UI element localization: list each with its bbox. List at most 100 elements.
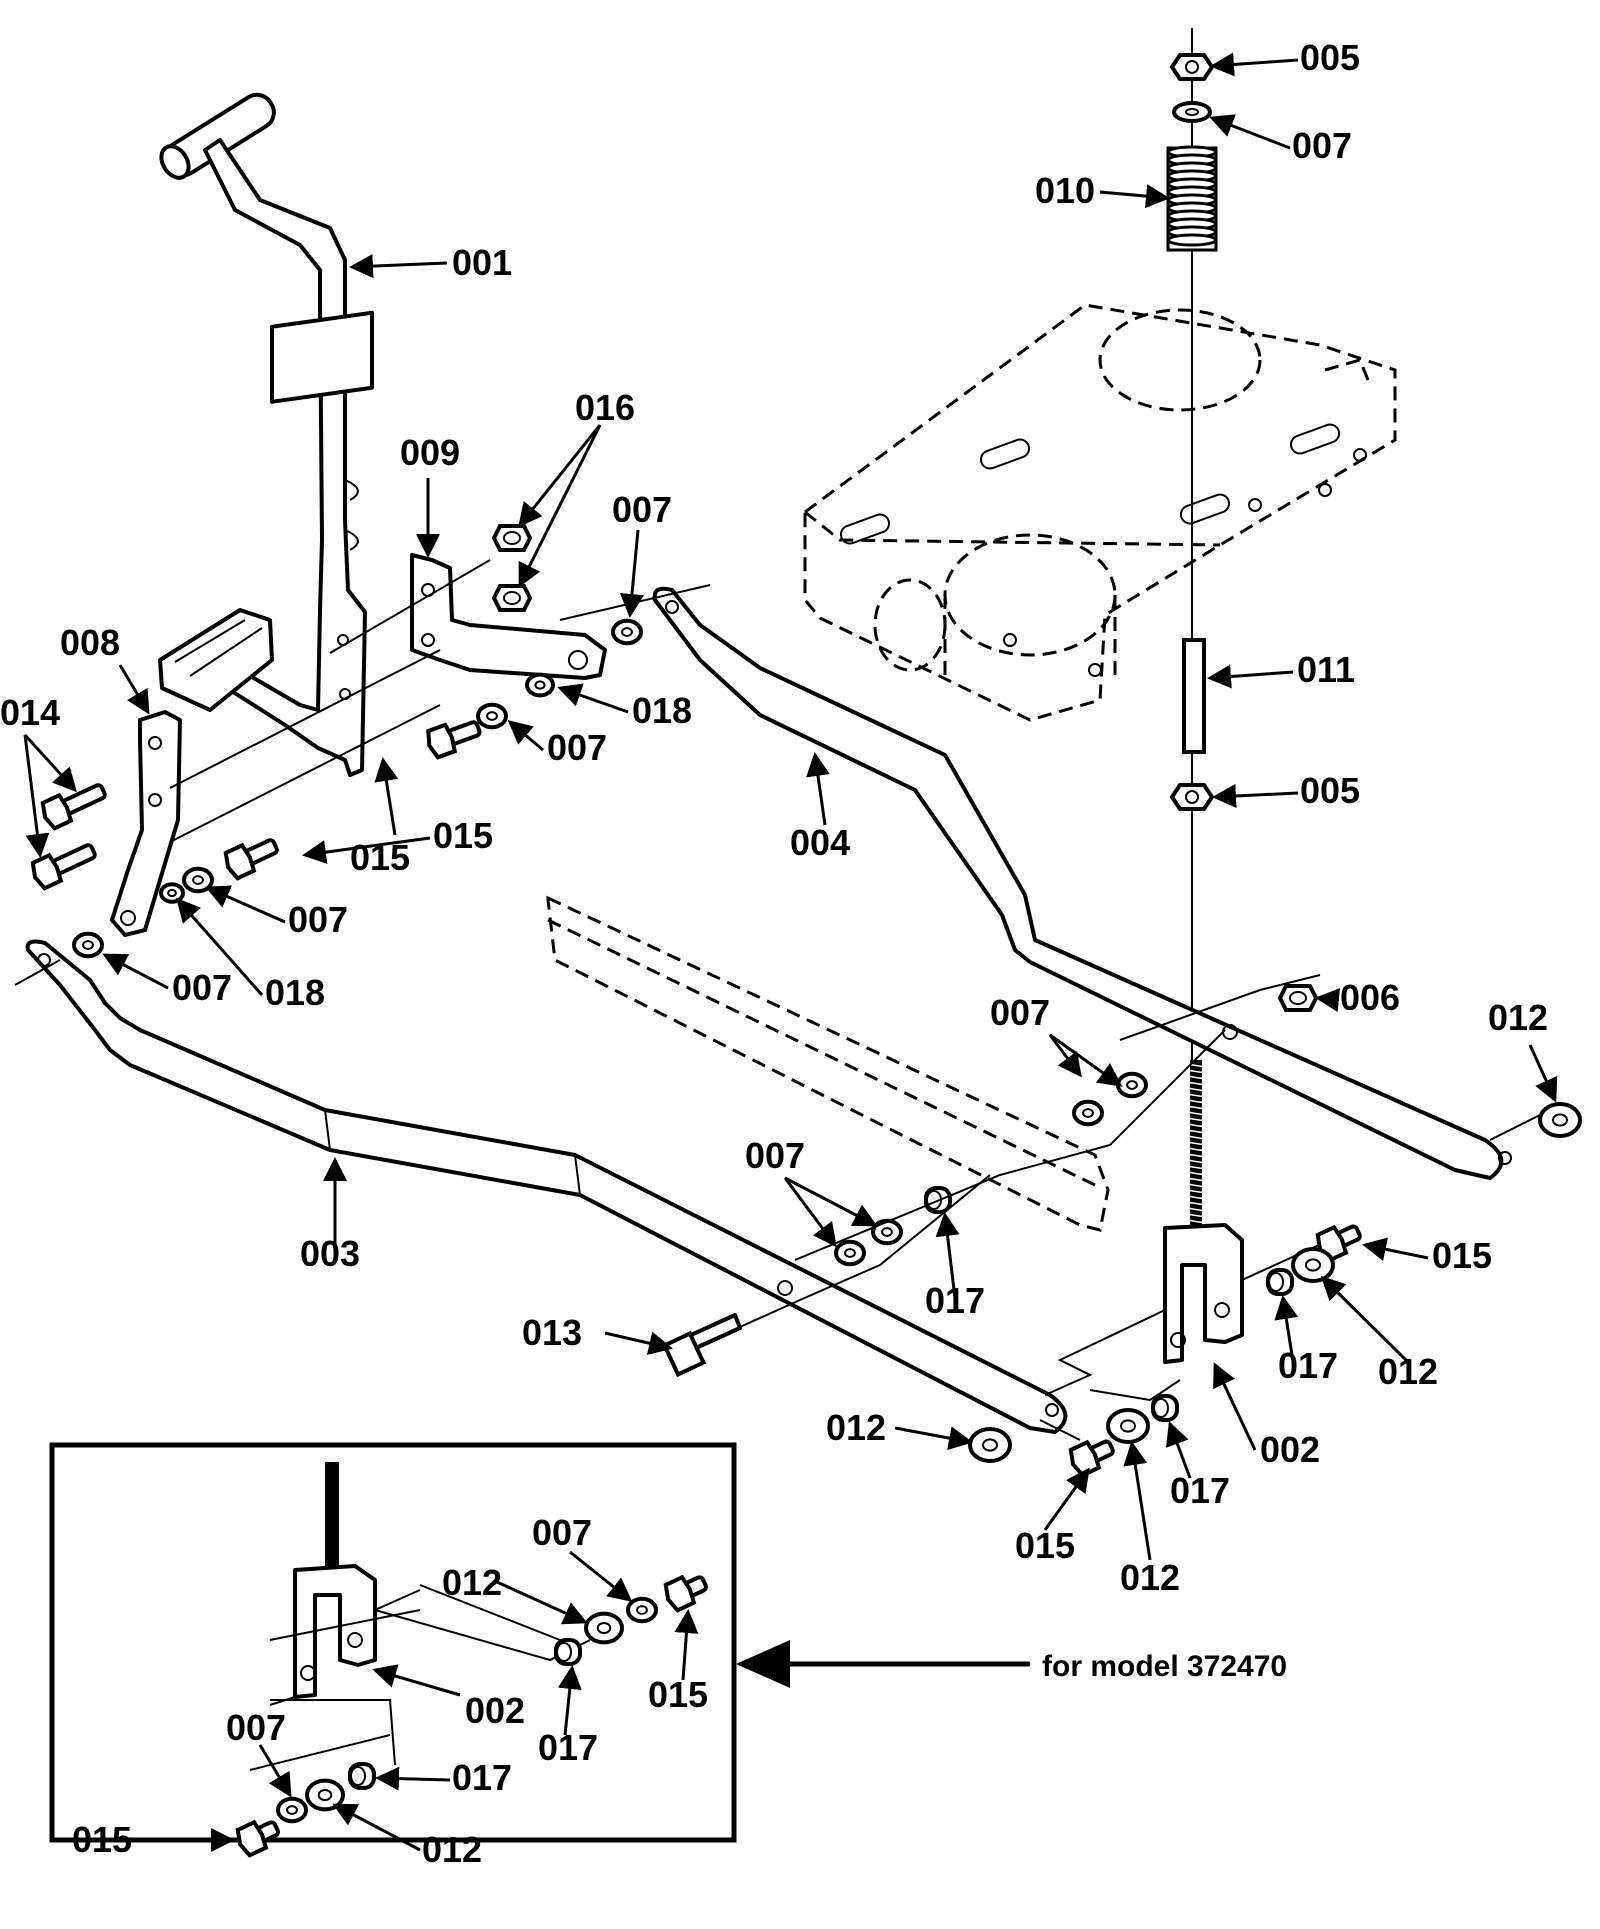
leader-arrow (1362, 1237, 1429, 1261)
part-label-005: 005 (1300, 770, 1360, 811)
leader-arrow (102, 953, 169, 990)
leader-arrow (1315, 988, 1341, 1013)
leader-arrow (1320, 1275, 1410, 1364)
bolt-015-a (426, 720, 482, 760)
part-label-008: 008 (60, 622, 120, 663)
leader-arrow (935, 1212, 960, 1299)
washer-007-h (834, 1239, 866, 1267)
part-label-007: 007 (532, 1512, 592, 1553)
leader-arrow (1274, 1295, 1299, 1356)
assembly-lines (14, 559, 1541, 1441)
leader-arrow (374, 757, 399, 836)
inset-washer-007-b (276, 1796, 308, 1824)
part-label-012: 012 (442, 1562, 502, 1603)
leader-arrow (1210, 52, 1299, 77)
leader-arrow (1099, 184, 1170, 209)
inset-bushing-017-a (554, 1638, 582, 1666)
washer-007-b (476, 702, 508, 730)
bolt-015-b (223, 838, 279, 881)
part-label-017: 017 (452, 1757, 512, 1798)
washer-012-b (1291, 1247, 1335, 1283)
leader-arrow (1213, 1362, 1257, 1451)
leader-arrow (569, 1550, 633, 1602)
washer-007-g (871, 1218, 903, 1246)
hardware-group (30, 524, 1582, 1478)
top-nut-005 (1169, 53, 1215, 81)
inset-bolt-015-b (235, 1819, 280, 1858)
part-label-018: 018 (632, 690, 692, 731)
inset-model-372470 (49, 1442, 737, 1858)
inset-pointer-arrow (736, 1640, 1030, 1688)
washer-012-d (1106, 1408, 1150, 1444)
bushing-017-b (1266, 1268, 1294, 1296)
inset-bushing-017-b (348, 1762, 376, 1790)
part-label-013: 013 (522, 1312, 582, 1353)
leader-arrow (176, 897, 264, 996)
leader-arrow (1209, 114, 1291, 150)
leader-arrow (258, 1744, 292, 1798)
leader-arrow (557, 1665, 582, 1736)
leader-arrow (205, 885, 286, 924)
inset-washer-012-a (584, 1611, 624, 1645)
part-label-017: 017 (538, 1727, 598, 1768)
bolt-014-upper (40, 783, 107, 831)
leader-arrow (620, 529, 644, 618)
bracket-008 (110, 710, 182, 937)
leader-arrow (1049, 1033, 1123, 1087)
leader-arrow (496, 1580, 588, 1625)
washer-012-a (1538, 1102, 1582, 1138)
leader-arrow (118, 664, 150, 715)
spacer-tube-011 (1182, 638, 1206, 754)
leader-arrow (1123, 1441, 1152, 1561)
part-label-012: 012 (1488, 997, 1548, 1038)
part-label-007: 007 (172, 967, 232, 1008)
leader-arrow (674, 1609, 699, 1681)
part-label-001: 001 (452, 242, 512, 283)
washer-012-c (968, 1427, 1012, 1463)
dashed-frame-beam (546, 895, 1110, 1232)
part-label-014: 014 (0, 692, 60, 733)
washer-007-a (611, 618, 643, 646)
part-label-015: 015 (1432, 1235, 1492, 1276)
part-label-007: 007 (1292, 125, 1352, 166)
inset-note-label: for model 372470 (1042, 1650, 1287, 1683)
part-label-002: 002 (465, 1690, 525, 1731)
part-label-015: 015 (1015, 1525, 1075, 1566)
washer-007-e (1116, 1071, 1148, 1099)
part-label-007: 007 (745, 1135, 805, 1176)
leader-arrow (604, 1331, 673, 1355)
leader-arrow (23, 734, 50, 858)
nut-016-lower (491, 584, 533, 612)
part-label-012: 012 (826, 1407, 886, 1448)
part-label-012: 012 (422, 1829, 482, 1870)
part-label-016: 016 (575, 387, 635, 428)
leader-arrow (1043, 1467, 1090, 1531)
leader-arrow (894, 1426, 973, 1450)
nut-006 (1277, 984, 1319, 1012)
leader-arrow (557, 683, 629, 714)
leader-arrow (372, 1664, 461, 1697)
leader-arrow (349, 254, 448, 279)
leader-arrow (302, 836, 431, 865)
part-label-017: 017 (1278, 1345, 1338, 1386)
inset-washer-012-b (305, 1778, 345, 1812)
part-label-015: 015 (433, 815, 493, 856)
part-label-012: 012 (1120, 1557, 1180, 1598)
inset-washer-007-a (626, 1596, 658, 1624)
part-label-017: 017 (1170, 1470, 1230, 1511)
part-label-007: 007 (547, 727, 607, 768)
nut-016-upper (491, 524, 533, 552)
part-label-015: 015 (72, 1819, 132, 1860)
washer-007-d (72, 931, 104, 959)
part-label-007: 007 (288, 899, 348, 940)
leader-arrow (1528, 1044, 1558, 1103)
leader-arrow (507, 720, 544, 752)
part-label-018: 018 (265, 972, 325, 1013)
leader-arrow (783, 1177, 837, 1248)
bolt-015-d (1068, 1439, 1115, 1478)
leader-arrow (1212, 784, 1299, 808)
lower-nut-005 (1169, 783, 1215, 811)
part-label-003: 003 (300, 1233, 360, 1274)
leader-arrow (518, 424, 602, 588)
